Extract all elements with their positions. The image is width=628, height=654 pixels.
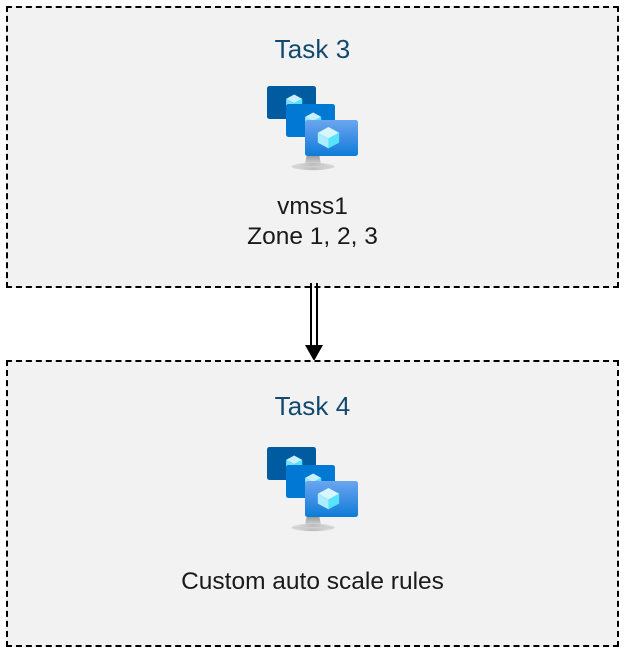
task-4-caption: Custom auto scale rules [181,568,444,595]
task-box-task-4[interactable]: Task 4 [6,360,619,647]
virtual-machine-scale-set-icon [263,443,363,539]
task-box-task-3[interactable]: Task 3 [6,6,619,288]
task-3-title: Task 3 [274,34,351,64]
virtual-machine-scale-set-icon [263,82,363,178]
flow-arrow-task-3-to-task-4 [298,283,330,362]
task-4-title: Task 4 [274,391,351,421]
task-3-caption: vmss1 Zone 1, 2, 3 [247,193,378,250]
arrowhead [305,345,323,361]
